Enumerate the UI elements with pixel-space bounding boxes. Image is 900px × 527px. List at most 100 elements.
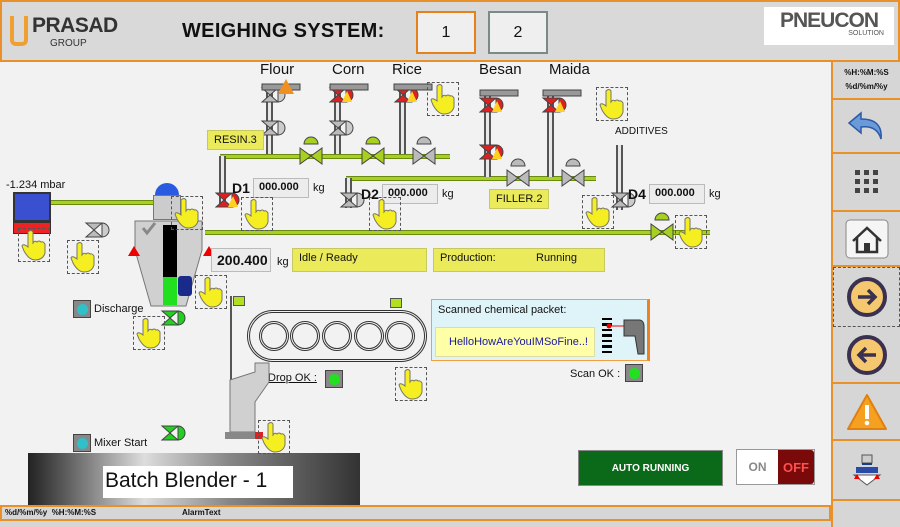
additives-pipe	[616, 145, 623, 210]
alarm-time: %H:%M:%S	[51, 508, 97, 517]
menu-grid-button[interactable]	[833, 154, 900, 212]
discharge-indicator[interactable]	[73, 300, 91, 318]
slide-valve-icon[interactable]	[84, 222, 110, 238]
slide-valve-icon[interactable]	[610, 192, 636, 208]
touch-hand-icon[interactable]	[67, 240, 99, 274]
ingredient-rice: Rice	[392, 61, 423, 78]
grid-icon	[854, 170, 878, 193]
system-2-button[interactable]: 2	[488, 11, 548, 54]
touch-hand-icon[interactable]	[395, 367, 427, 401]
blender-button[interactable]	[833, 441, 900, 501]
scan-ok-label: Scan OK :	[570, 368, 621, 380]
touch-hand-icon[interactable]	[241, 197, 273, 231]
time-text: %H:%M:%S	[844, 68, 889, 77]
next-button[interactable]	[833, 267, 900, 327]
touch-hand-icon[interactable]	[596, 87, 628, 121]
butterfly-valve-icon[interactable]	[506, 158, 530, 187]
valve-layer	[84, 79, 674, 441]
ingredient-maida: Maida	[549, 61, 590, 78]
vacuum-line	[40, 200, 165, 205]
blender-machine-image: Batch Blender - 1	[28, 453, 360, 505]
slide-valve-icon[interactable]	[260, 120, 286, 136]
alarm-button[interactable]	[833, 384, 900, 441]
load-cell-icons	[128, 246, 215, 256]
touch-hand-icon[interactable]	[582, 195, 614, 229]
screw-feeder-icon	[393, 83, 433, 91]
doser-d2-label: D2	[361, 186, 379, 202]
slide-valve-icon[interactable]	[541, 97, 567, 113]
partner-sub: SOLUTION	[848, 30, 884, 37]
on-off-toggle[interactable]: ON OFF	[736, 449, 815, 485]
screw-feeder-icon	[542, 89, 582, 97]
warning-icon	[278, 79, 294, 94]
mixer-start-indicator[interactable]	[73, 434, 91, 452]
previous-button[interactable]	[833, 327, 900, 384]
touch-hand-icon[interactable]	[171, 196, 203, 230]
barcode-scanner-icon	[602, 318, 645, 355]
unit: kg	[709, 188, 721, 200]
scanned-value: HelloHowAreYouIMSoFine..!	[435, 327, 595, 357]
hopper-cap	[155, 183, 179, 195]
alarm-date: %d/%m/%y	[5, 508, 48, 517]
slide-valve-icon[interactable]	[160, 310, 186, 326]
warning-icon	[342, 91, 352, 102]
footer-strip	[0, 521, 831, 527]
butterfly-valve-icon[interactable]	[361, 136, 385, 165]
blender-icon	[852, 454, 881, 486]
touch-hand-icon[interactable]	[675, 215, 707, 249]
toggle-on[interactable]: ON	[737, 450, 778, 484]
touch-hand-icon[interactable]	[18, 228, 50, 262]
pressure-readout: -1.234 mbar	[6, 179, 66, 191]
auto-running-button[interactable]: AUTO RUNNING	[578, 450, 723, 486]
touch-hand-icon[interactable]	[427, 82, 459, 116]
butterfly-valve-icon[interactable]	[299, 136, 323, 165]
alarm-text: AlarmText	[182, 508, 221, 517]
back-arrow-icon	[847, 111, 882, 140]
clock: %H:%M:%S%d/%m/%y	[833, 62, 900, 100]
main-line	[205, 230, 710, 235]
slide-valve-icon[interactable]	[160, 425, 186, 441]
sensor-flag-icon	[390, 298, 402, 308]
pipe	[484, 95, 491, 177]
touch-hand-icon[interactable]	[258, 420, 290, 454]
page-title: WEIGHING SYSTEM:	[182, 20, 385, 42]
slide-valve-icon[interactable]	[214, 192, 240, 208]
pipe	[219, 156, 226, 206]
slide-valve-icon[interactable]	[328, 120, 354, 136]
butterfly-valve-icon[interactable]	[561, 158, 585, 187]
touch-hand-icon[interactable]	[133, 316, 165, 350]
filler-line	[346, 176, 596, 181]
filler-label: FILLER.2	[489, 189, 550, 209]
warning-icon	[555, 101, 565, 112]
home-button[interactable]	[833, 212, 900, 267]
screw-feeder-icon	[329, 83, 369, 91]
vacuum-pump-icon	[13, 192, 51, 222]
doser-d1-value: 000.000	[253, 178, 309, 198]
touch-hand-icon[interactable]	[195, 275, 227, 309]
touch-hand-icon[interactable]	[369, 197, 401, 231]
motor-icon	[178, 276, 192, 296]
system-1-button[interactable]: 1	[416, 11, 476, 54]
toggle-off[interactable]: OFF	[778, 450, 814, 484]
butterfly-valve-icon[interactable]	[650, 212, 674, 241]
ingredient-flour: Flour	[260, 61, 295, 78]
back-button[interactable]	[833, 100, 900, 154]
ingredient-corn: Corn	[332, 61, 365, 78]
production-status: Production:Running	[433, 248, 605, 272]
screw-feeder-icon	[479, 89, 519, 97]
conveyor	[247, 310, 427, 362]
pipe	[547, 95, 554, 177]
ingredient-besan: Besan	[479, 61, 522, 78]
drop-ok-indicator	[325, 370, 343, 388]
slide-valve-icon[interactable]	[339, 192, 365, 208]
hopper-level-bar	[163, 225, 177, 305]
butterfly-valve-icon[interactable]	[412, 136, 436, 165]
warning-icon	[492, 101, 502, 112]
slide-valve-icon[interactable]	[328, 87, 354, 103]
slide-valve-icon[interactable]	[478, 144, 504, 160]
slide-valve-icon[interactable]	[478, 97, 504, 113]
unit: kg	[313, 182, 325, 194]
unit: kg	[277, 256, 289, 268]
